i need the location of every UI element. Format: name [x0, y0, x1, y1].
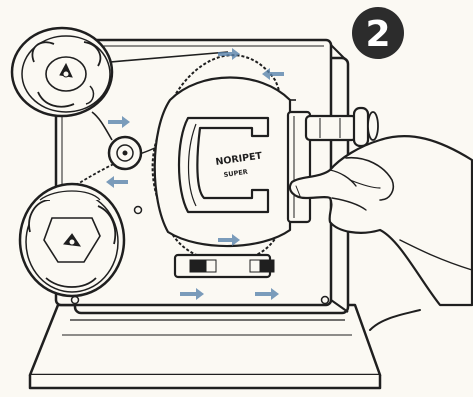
feed-reel-icon [12, 28, 112, 116]
take-up-reel-icon [20, 184, 124, 296]
switch-panel [175, 255, 274, 277]
sprocket-roller [109, 137, 141, 169]
step-badge: 2 [352, 7, 404, 59]
projector-stand [30, 305, 380, 388]
step-number: 2 [365, 14, 390, 55]
lamp-housing: NORIPET SUPER [155, 78, 290, 247]
